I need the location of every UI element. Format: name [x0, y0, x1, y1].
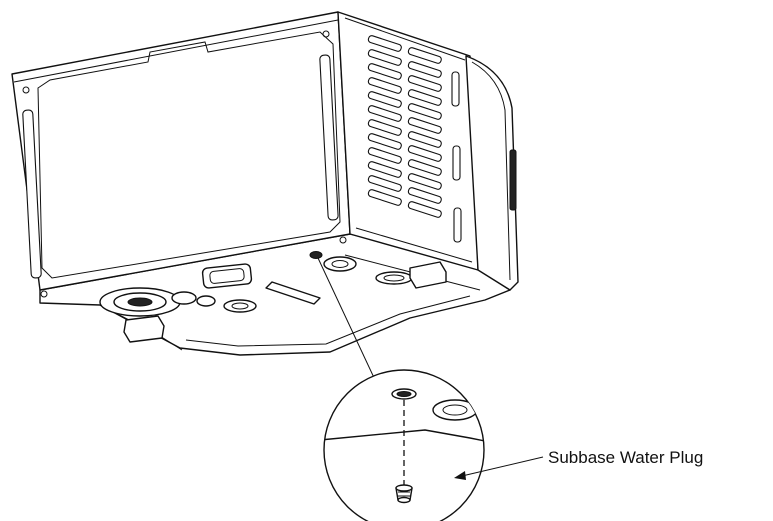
front-panel	[11, 11, 351, 298]
leader-line	[317, 257, 377, 383]
side-panel	[337, 11, 479, 271]
rear-housing	[465, 55, 519, 291]
bottom-details	[99, 251, 447, 343]
zoom-detail	[323, 369, 485, 521]
louver-grille-right	[407, 47, 442, 218]
louver-grille-left	[367, 35, 402, 206]
water-plug-hole	[309, 251, 323, 259]
subbase-water-plug-label: Subbase Water Plug	[548, 448, 704, 467]
water-plug-icon	[395, 484, 413, 504]
callout-arrow	[454, 456, 544, 480]
